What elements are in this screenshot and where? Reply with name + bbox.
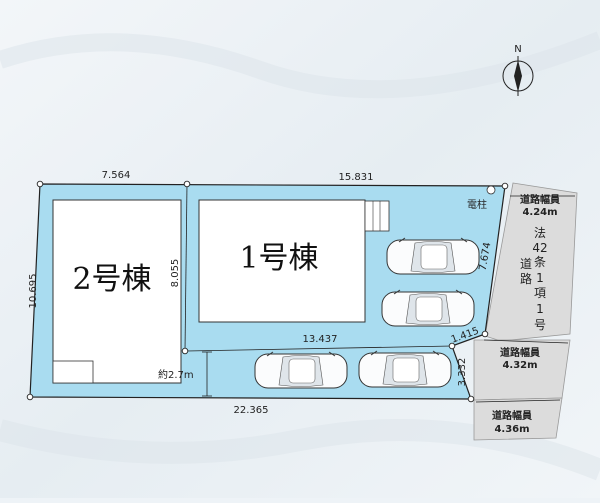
- svg-text:42: 42: [532, 241, 547, 255]
- building-2-label: 2号棟: [72, 262, 151, 297]
- dim-top-right: 15.831: [339, 172, 374, 183]
- svg-text:項: 項: [534, 286, 546, 300]
- utility-pole-label: 電柱: [467, 198, 487, 211]
- road-3-title: 道路幅員: [492, 409, 532, 422]
- background-texture: [0, 31, 600, 99]
- building-2-porch: [52, 360, 94, 384]
- building-1-porch: [364, 200, 390, 232]
- road-1-width: 4.24m: [522, 207, 557, 218]
- background-texture: [0, 419, 600, 481]
- lot-divider: [184, 183, 188, 352]
- utility-pole-icon: [486, 185, 496, 195]
- svg-text:路: 路: [520, 271, 532, 286]
- road-1-title: 道路幅員: [520, 193, 560, 206]
- dim-bottom: 22.365: [234, 405, 269, 416]
- building-2: [52, 199, 182, 384]
- svg-text:道: 道: [520, 257, 532, 271]
- parked-car: [358, 350, 452, 388]
- parked-car: [386, 237, 480, 275]
- dim-right-upper: 7.674: [478, 242, 494, 272]
- svg-text:条: 条: [534, 255, 546, 269]
- inner-line: [186, 345, 453, 352]
- dim-right-lower: 3.332: [457, 358, 468, 387]
- building-1-label: 1号棟: [239, 241, 318, 276]
- road-3-width: 4.36m: [494, 424, 529, 435]
- road-east: [484, 182, 578, 342]
- road-width-line: [483, 339, 569, 344]
- dim-inner-width: 13.437: [303, 334, 338, 345]
- road-2-width: 4.32m: [502, 360, 537, 371]
- north-arrow-icon: N: [502, 44, 534, 96]
- svg-text:1: 1: [536, 271, 544, 285]
- dim-left: 10.695: [28, 274, 39, 309]
- road-2-title: 道路幅員: [500, 346, 540, 359]
- road-width-line: [475, 399, 561, 403]
- road-law-text: 法 42 条 1 項 1 号 道 路: [520, 226, 548, 332]
- svg-text:号: 号: [534, 318, 546, 332]
- vertex-markers: [26, 180, 509, 403]
- road-south: [473, 397, 563, 441]
- dim-lane-width: 約2.7m: [158, 368, 194, 381]
- dim-divider: 8.055: [170, 259, 181, 288]
- parked-car: [254, 351, 348, 389]
- north-label: N: [514, 44, 521, 55]
- svg-text:法: 法: [534, 226, 546, 240]
- dim-top-left: 7.564: [102, 170, 131, 181]
- parked-car: [381, 289, 475, 327]
- building-1: [198, 199, 366, 323]
- svg-text:1: 1: [536, 302, 544, 316]
